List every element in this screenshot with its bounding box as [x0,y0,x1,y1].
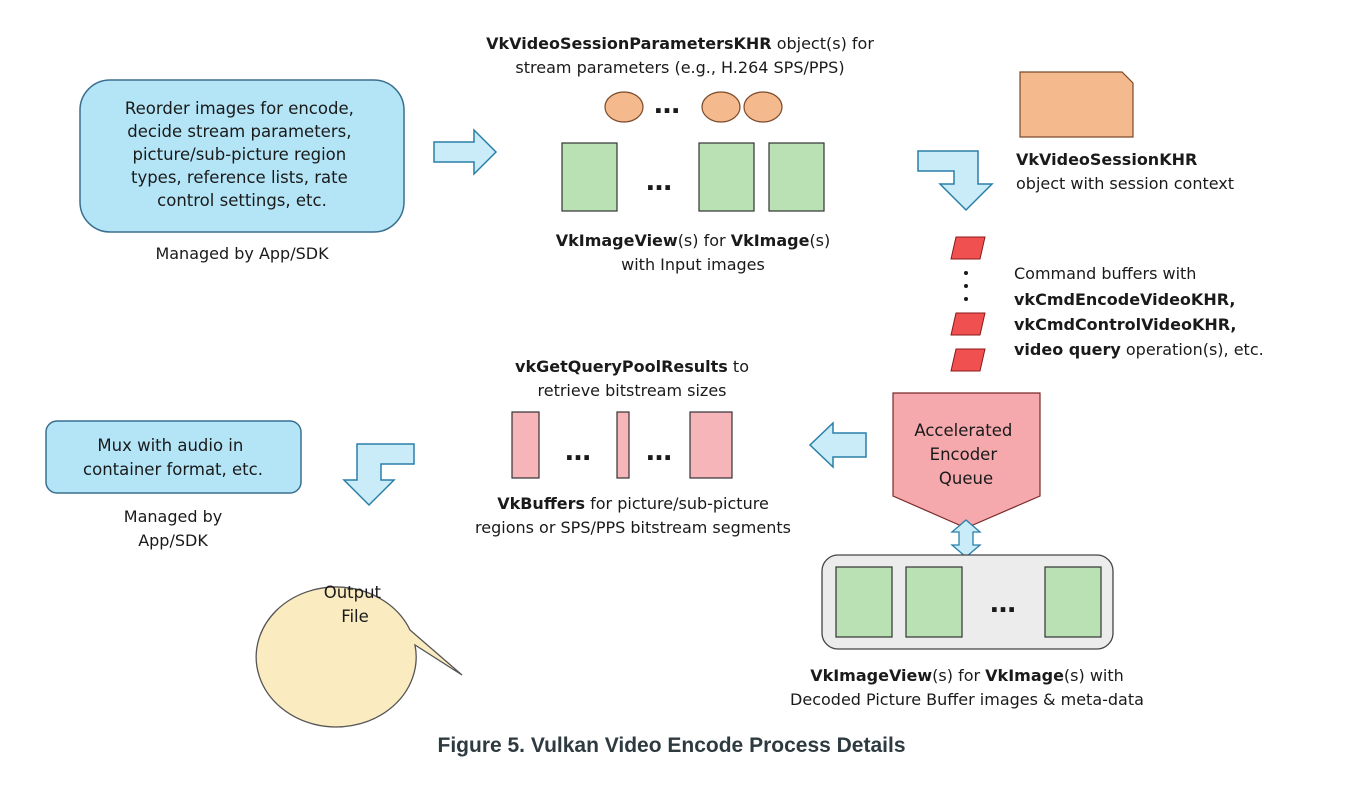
input-image [768,142,825,212]
output-file [255,586,463,728]
session-label: VkVideoSessionKHR [1016,150,1197,169]
encoder-queue [892,392,1041,529]
command-buffers-label: Command buffers with [1014,264,1196,283]
input-images-label: VkImageView(s) for VkImage(s) [556,231,831,250]
app-sdk-managed-label: Managed by App/SDK [155,244,329,263]
ellipsis-text: … [990,589,1016,619]
query-results-label: vkGetQueryPoolResults to [515,357,749,376]
parameter-object [604,91,644,123]
app-sdk-box-text: Reorder images for encode, decide stream… [125,99,359,210]
ellipsis-text: … [654,90,680,120]
mux-box-text: Mux with audio in container format, etc. [83,436,263,479]
ellipsis-text: … [646,167,672,197]
vertical-dot [964,284,968,288]
buffers-label: VkBuffers for picture/sub-picture [497,494,769,513]
arrow-bend-down-icon [917,150,994,212]
dpb-image [1044,566,1102,638]
arrow-right-icon [433,128,498,176]
input-image [698,142,755,212]
mux-managed-label-line2: App/SDK [138,531,208,550]
vertical-dot [964,297,968,301]
dpb-container [821,554,1114,650]
dpb-label: VkImageView(s) for VkImage(s) with [810,666,1124,685]
bitstream-buffer [616,411,630,479]
arrow-bend-down-left-icon [342,443,415,507]
vertical-dot [964,271,968,275]
ellipsis-text: … [646,437,672,467]
arrow-left-icon [808,421,867,469]
bitstream-buffer [511,411,540,479]
bidirectional-arrow-icon [950,519,982,558]
session-label-line2: object with session context [1016,174,1234,193]
command-buffers-label-line4: video query operation(s), etc. [1014,340,1264,359]
app-sdk-box [79,79,405,233]
ellipsis-text: … [565,437,591,467]
dpb-image [835,566,893,638]
encoder-queue-text: Accelerated Encoder Queue [914,421,1017,488]
parameter-object [701,91,741,123]
parameter-object [743,91,783,123]
command-buffer [950,236,986,260]
command-buffer [950,312,986,336]
dpb-image [905,566,963,638]
dpb-label-line2: Decoded Picture Buffer images & meta-dat… [790,690,1144,709]
query-results-label-line2: retrieve bitstream sizes [538,381,727,400]
command-buffer [950,348,986,372]
bitstream-buffer [689,411,733,479]
command-buffers-label-line3: vkCmdControlVideoKHR, [1014,315,1236,334]
video-session-object [1019,71,1134,138]
command-buffers-label-line2: vkCmdEncodeVideoKHR, [1014,290,1235,309]
session-params-label: VkVideoSessionParametersKHR object(s) fo… [486,34,874,53]
mux-managed-label: Managed by [124,507,222,526]
input-images-label-line2: with Input images [621,255,765,274]
buffers-label-line2: regions or SPS/PPS bitstream segments [475,518,791,537]
mux-box [45,420,302,494]
session-params-label-line2: stream parameters (e.g., H.264 SPS/PPS) [515,58,844,77]
figure-caption: Figure 5. Vulkan Video Encode Process De… [437,734,906,757]
input-image [561,142,618,212]
output-file-text: Output File [324,583,387,626]
